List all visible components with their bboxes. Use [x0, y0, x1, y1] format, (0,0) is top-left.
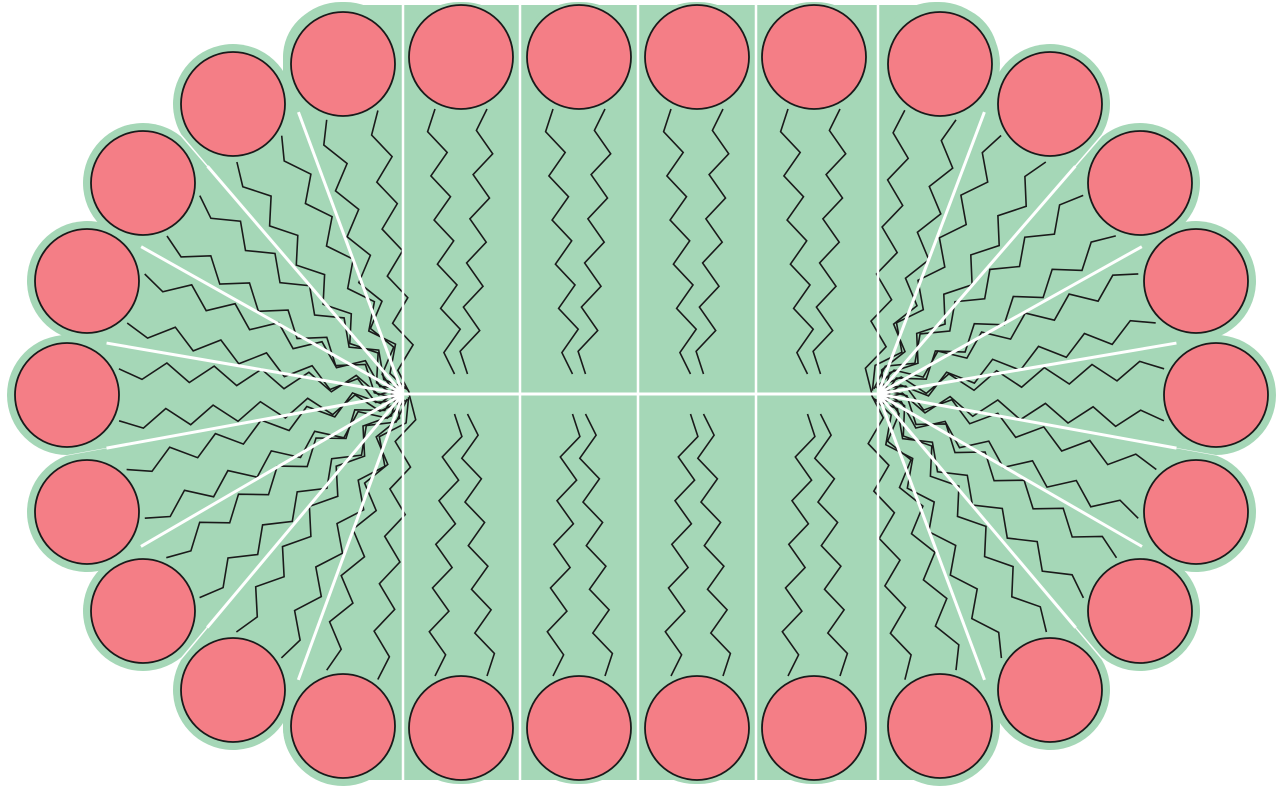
- head-circle-icon-left-3: [35, 229, 139, 333]
- head-circle-icon-bottom-0: [409, 676, 513, 780]
- head-circle-icon-right-1: [998, 52, 1102, 156]
- head-circle-icon-left-2: [91, 131, 195, 235]
- head-circle-icon-right-3: [1144, 229, 1248, 333]
- head-circle-icon-left-0: [291, 12, 395, 116]
- head-circle-icon-bottom-3: [762, 676, 866, 780]
- head-circle-icon-right-2: [1088, 131, 1192, 235]
- head-circle-icon-left-7: [181, 638, 285, 742]
- head-circle-icon-bottom-2: [645, 676, 749, 780]
- head-circle-icon-top-0: [409, 5, 513, 109]
- head-circle-icon-top-2: [645, 5, 749, 109]
- head-circle-icon-bottom-1: [527, 676, 631, 780]
- head-circle-icon-left-1: [181, 52, 285, 156]
- head-circle-icon-right-8: [888, 674, 992, 778]
- head-circle-icon-right-5: [1144, 460, 1248, 564]
- head-circle-icon-right-0: [888, 12, 992, 116]
- head-circle-icon-left-6: [91, 559, 195, 663]
- head-circle-icon-right-4: [1164, 343, 1268, 447]
- head-circle-icon-top-3: [762, 5, 866, 109]
- head-circle-icon-top-1: [527, 5, 631, 109]
- head-circle-icon-left-8: [291, 674, 395, 778]
- head-circle-icon-left-4: [15, 343, 119, 447]
- head-circle-icon-right-6: [1088, 559, 1192, 663]
- head-circle-icon-right-7: [998, 638, 1102, 742]
- head-circle-icon-left-5: [35, 460, 139, 564]
